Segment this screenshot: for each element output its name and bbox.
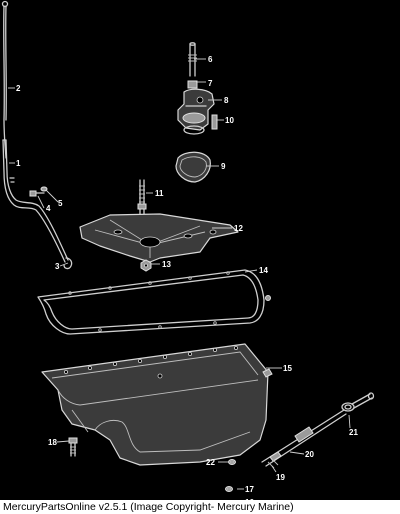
- stud-11: [137, 179, 147, 215]
- dipstick-tube: [2, 139, 69, 263]
- grommet-21: [341, 392, 375, 412]
- callout-8: 8: [224, 96, 229, 105]
- callout-15: 15: [283, 364, 292, 373]
- callout-22: 22: [206, 458, 215, 467]
- washer-5: [40, 186, 48, 192]
- pickup-screen: [175, 151, 211, 183]
- leader-lines: [8, 58, 351, 490]
- callout-18: 18: [48, 438, 57, 447]
- tube-clip: [63, 257, 73, 270]
- callout-6: 6: [208, 55, 213, 64]
- washer-22: [228, 459, 236, 465]
- callout-10: 10: [225, 116, 234, 125]
- callout-17: 17: [245, 485, 254, 494]
- pickup-tube: [188, 42, 197, 77]
- drain-plug-18: [68, 437, 78, 457]
- copyright-caption: MercuryPartsOnline v2.5.1 (Image Copyrig…: [0, 500, 400, 514]
- callout-19: 19: [276, 473, 285, 482]
- callout-14: 14: [259, 266, 268, 275]
- callout-3: 3: [55, 262, 60, 271]
- callout-7: 7: [208, 79, 213, 88]
- callout-5: 5: [58, 199, 63, 208]
- nut-13: [140, 259, 152, 272]
- callout-2: 2: [16, 84, 21, 93]
- screw-4: [29, 190, 45, 197]
- callout-13: 13: [162, 260, 171, 269]
- windage-tray: [79, 213, 239, 263]
- callout-labels: 1 2 3 4 5 6 7 8 9 10 11 12 13 14 15 16 1…: [16, 55, 358, 500]
- callout-16: 16: [245, 498, 254, 500]
- callout-1: 1: [16, 159, 21, 168]
- callout-12: 12: [234, 224, 243, 233]
- callout-4: 4: [46, 204, 51, 213]
- exploded-parts-diagram: 1 2 3 4 5 6 7 8 9 10 11 12 13 14 15 16 1…: [1, 0, 375, 500]
- dipstick-tube-lower: [261, 409, 347, 469]
- callout-11: 11: [155, 189, 164, 198]
- oil-pan-gasket: [37, 269, 271, 335]
- oil-pump: [177, 88, 215, 135]
- callout-9: 9: [221, 162, 226, 171]
- callout-21: 21: [349, 428, 358, 437]
- washer-17: [225, 486, 233, 492]
- callout-20: 20: [305, 450, 314, 459]
- seal: [187, 80, 198, 89]
- screw-10: [211, 114, 218, 130]
- oil-pan: [41, 343, 273, 466]
- dipstick: [1, 0, 9, 159]
